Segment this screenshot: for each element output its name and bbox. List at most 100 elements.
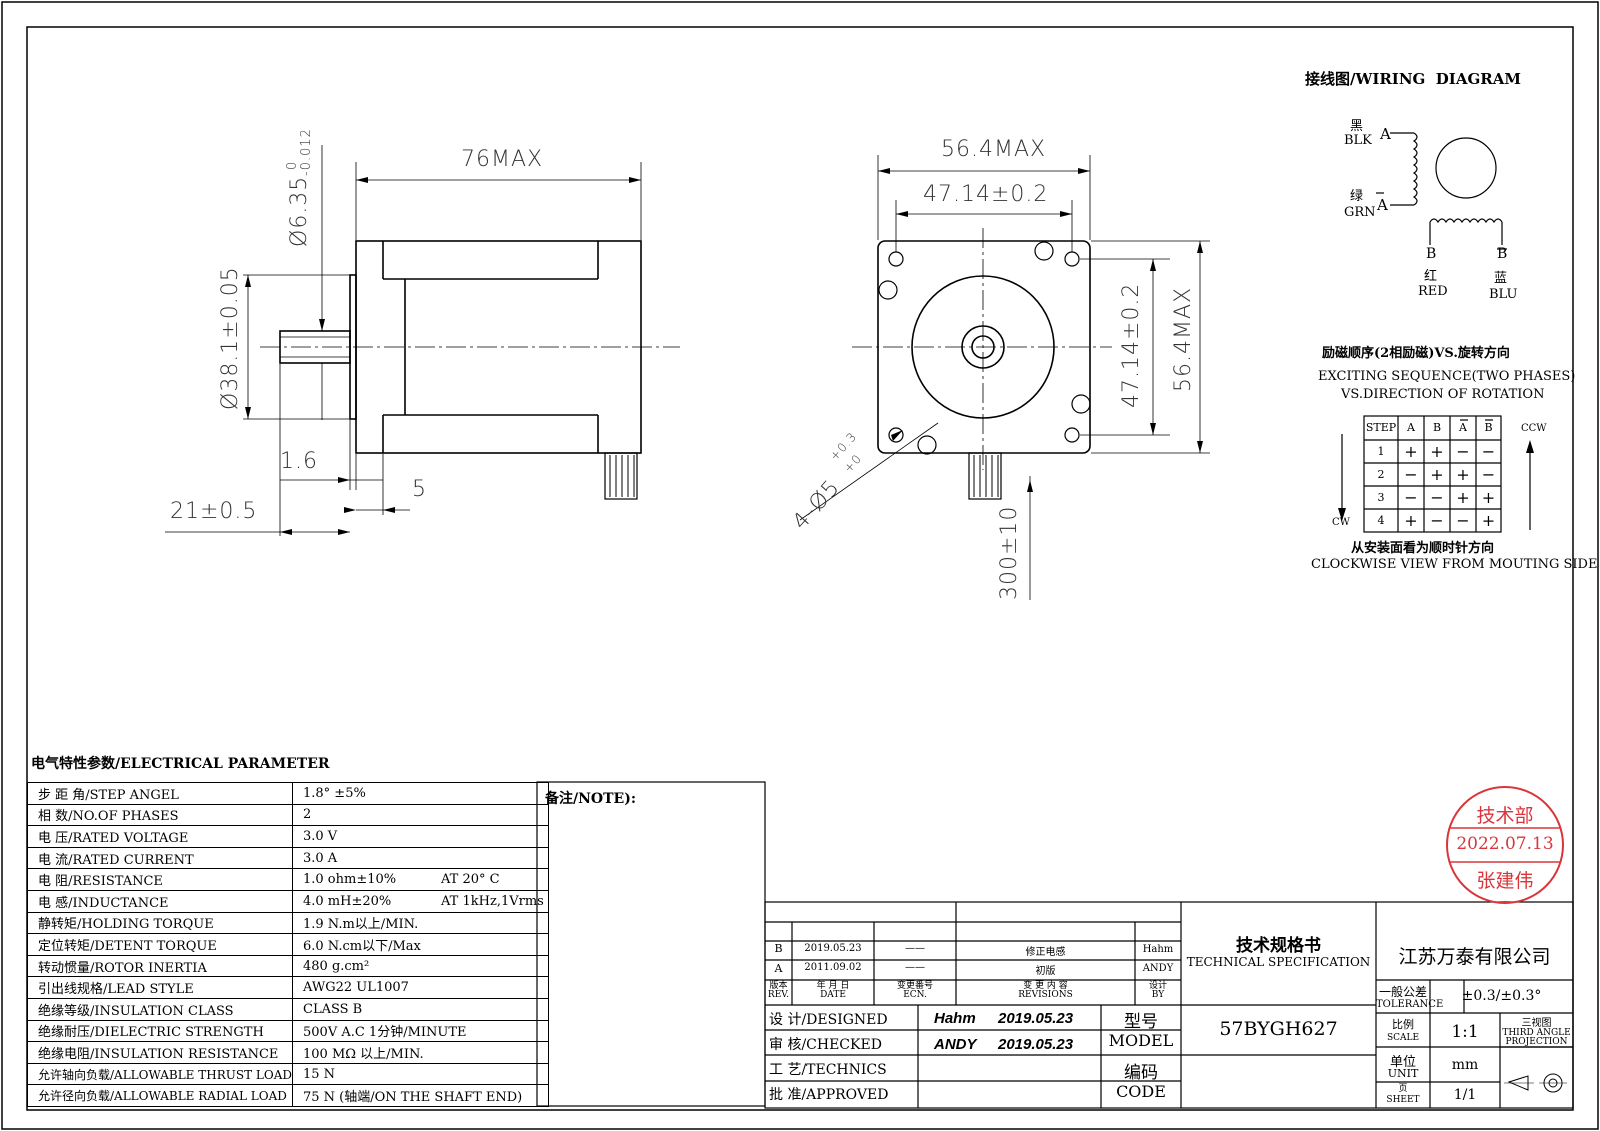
dim-pilot: Ø38.1±0.05 (218, 266, 243, 410)
sequence-footer-cn: 从安装面看为顺时针方向 (1351, 541, 1495, 556)
rev-b-ecn: —— (905, 943, 925, 954)
seq-cell: 2 (1377, 468, 1385, 481)
param-value: 1.9 N.m以上/MIN. (292, 911, 549, 935)
param-label: 电 阻/RESISTANCE (27, 868, 293, 891)
ecn-header: ECN. (903, 990, 927, 1000)
dim-length: 76MAX (461, 147, 544, 172)
spec-title-cn: 技术规格书 (1236, 936, 1321, 956)
param-condition: AT 20° C (441, 872, 500, 888)
wiring-diagram (1376, 132, 1507, 250)
dim-shaft-tol-upper: 0 (285, 160, 300, 170)
rev-b-by: Hahm (1142, 944, 1174, 955)
param-label: 定位转矩/DETENT TORQUE (27, 933, 293, 956)
dim-flange: 1.6 (280, 449, 318, 474)
date-header-cn: 年 月 日 (816, 981, 850, 991)
rev-b-content: 修正电感 (1025, 947, 1066, 958)
param-value: 1.8° ±5% (292, 782, 549, 805)
seq-cell: − (1404, 488, 1418, 507)
seq-cell: + (1456, 465, 1470, 484)
seq-cell: 4 (1377, 514, 1385, 527)
designed-label: 设 计/DESIGNED (769, 1012, 888, 1028)
wire-grn-cn: 绿 (1350, 189, 1364, 204)
scale-value: 1:1 (1451, 1022, 1479, 1042)
seq-header-a: A (1407, 421, 1415, 434)
stamp-dept: 技术部 (1476, 805, 1534, 827)
param-value: 1.0 ohm±10%AT 20° C (292, 868, 549, 891)
wire-a-bar: A (1377, 196, 1388, 214)
dim-pilot-len: 5 (412, 477, 427, 502)
dim-height: 56.4MAX (1171, 286, 1196, 392)
param-label: 电 流/RATED CURRENT (27, 846, 293, 870)
wire-b-bar: B (1497, 246, 1508, 262)
seq-cell: − (1404, 465, 1418, 484)
approval-stamp (1446, 786, 1564, 904)
date-header: DATE (820, 990, 846, 1000)
tolerance-value: ±0.3/±0.3° (1461, 988, 1542, 1004)
param-value: 4.0 mH±20%AT 1kHz,1Vrms (292, 889, 549, 913)
sheet-value: 1/1 (1453, 1087, 1477, 1103)
model-value: 57BYGH627 (1219, 1018, 1338, 1040)
cw-label: CW (1332, 517, 1350, 528)
side-view (279, 240, 642, 500)
dim-shaft: Ø6.35 (287, 175, 312, 247)
seq-header-b: B (1432, 421, 1442, 434)
seq-cell: + (1404, 442, 1418, 461)
by-header: BY (1151, 990, 1165, 1000)
rev-a-ecn: —— (905, 962, 925, 973)
checked-date: 2019.05.23 (998, 1036, 1074, 1053)
param-label: 绝缘等级/INSULATION CLASS (27, 997, 293, 1021)
code-label-en: CODE (1116, 1082, 1166, 1101)
param-label: 静转矩/HOLDING TORQUE (27, 911, 293, 935)
seq-cell: − (1430, 488, 1444, 507)
param-label: 绝缘电阻/INSULATION RESISTANCE (27, 1041, 293, 1064)
checked-name: ANDY (934, 1036, 977, 1053)
unit-label-en: UNIT (1387, 1067, 1419, 1080)
seq-cell: + (1456, 488, 1470, 507)
wire-grn: GRN (1344, 205, 1376, 220)
wiring-title: 接线图/WIRING DIAGRAM (1305, 70, 1521, 88)
designed-name: Hahm (934, 1010, 976, 1027)
rev-b: B (774, 942, 783, 955)
stamp-date: 2022.07.13 (1456, 834, 1554, 854)
wire-a: A (1380, 125, 1391, 143)
seq-cell: − (1456, 442, 1470, 461)
param-value: 3.0 A (292, 846, 549, 870)
param-label: 允许径向负载/ALLOWABLE RADIAL LOAD (27, 1084, 293, 1107)
rev-header: REV. (767, 990, 790, 1000)
unit-label-cn: 单位 (1389, 1055, 1416, 1070)
sequence-table-grid (1341, 415, 1531, 533)
wire-red: RED (1418, 284, 1448, 299)
scale-label-cn: 比例 (1392, 1018, 1414, 1031)
param-label: 相 数/NO.OF PHASES (27, 803, 293, 827)
sequence-title-en2: VS.DIRECTION OF ROTATION (1341, 387, 1545, 402)
sequence-table: STEP A B A B 1 + + − − 2 − + + − 3 − − +… (1364, 416, 1501, 532)
seq-header-step: STEP (1365, 421, 1397, 434)
approved-label: 批 准/APPROVED (769, 1087, 889, 1103)
rev-b-date: 2019.05.23 (804, 943, 862, 954)
sequence-title-cn: 励磁顺序(2相励磁)VS.旋转方向 (1322, 346, 1510, 361)
param-value: 75 N (轴端/ON THE SHAFT END) (292, 1084, 549, 1107)
sheet-label-cn: 页 (1398, 1084, 1408, 1094)
param-label: 绝缘耐压/DIELECTRIC STRENGTH (27, 1019, 293, 1043)
seq-header-a-bar: A (1459, 421, 1467, 434)
seq-cell: + (1481, 511, 1496, 530)
wire-red-cn: 红 (1424, 269, 1438, 284)
third-angle-projection-icon (1505, 1072, 1571, 1094)
param-label: 转动惯量/ROTOR INERTIA (27, 954, 293, 978)
param-value: AWG22 UL1007 (292, 976, 549, 999)
wire-blu: BLU (1489, 287, 1518, 302)
note-label: 备注/NOTE): (545, 791, 636, 807)
dim-shaft-tol-lower: -0.012 (299, 128, 314, 176)
title-block-grid (764, 901, 1574, 1109)
content-header-cn: 变 更 内 容 (1023, 981, 1068, 991)
